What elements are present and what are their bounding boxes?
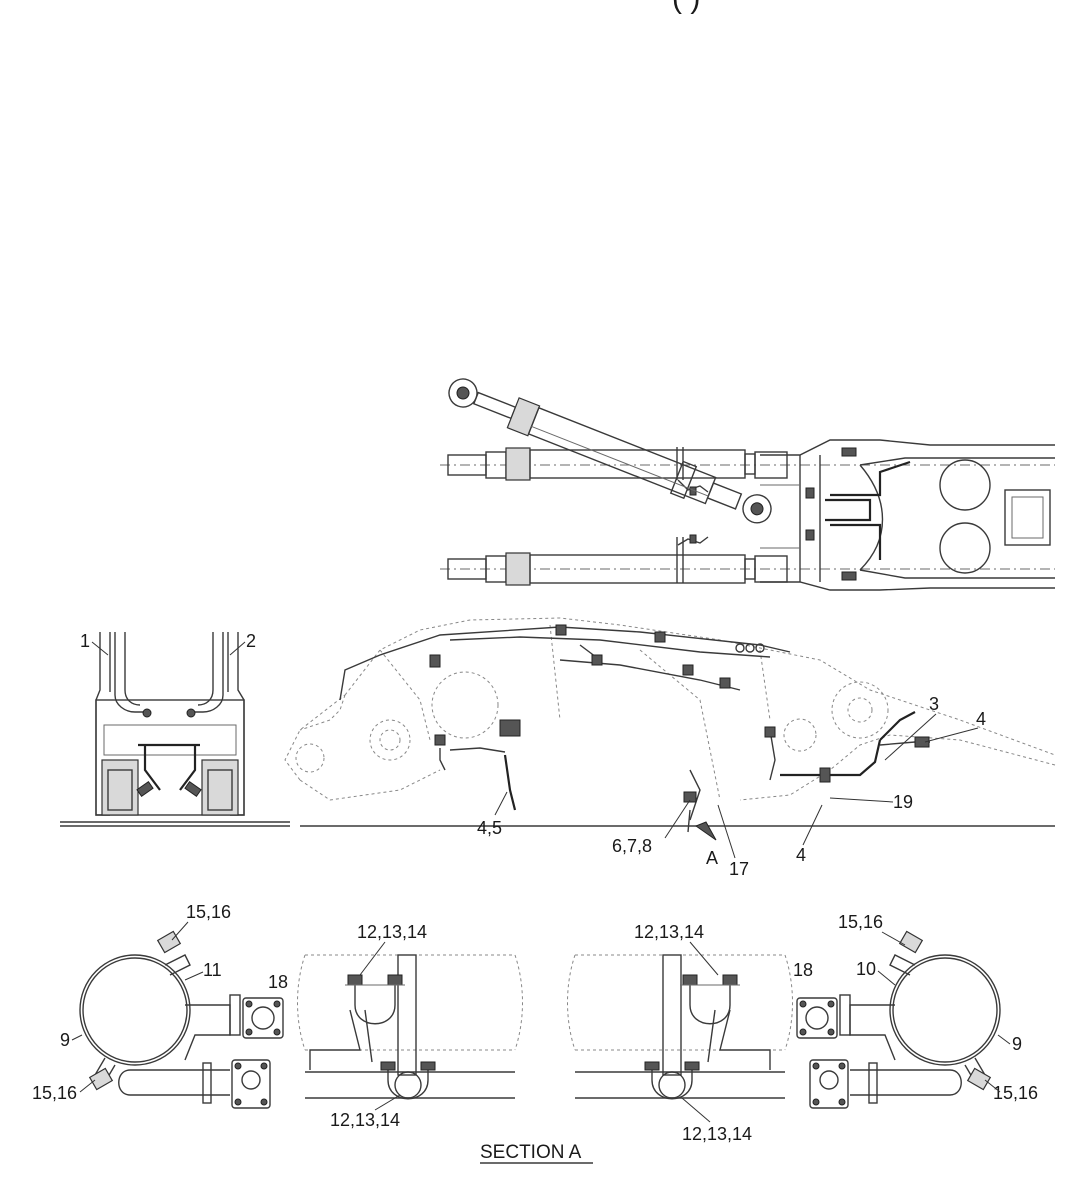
- callout-section-arrow-A: A: [706, 848, 718, 868]
- callout-17: 17: [729, 859, 749, 879]
- callout-1: 1: [80, 631, 90, 651]
- section-a-right-clamp: [796, 930, 1001, 1109]
- lower-boom-cylinder: [440, 534, 1055, 586]
- callout-2: 2: [246, 631, 256, 651]
- callout-12-13-14-bottom-right: 12,13,14: [682, 1124, 752, 1144]
- header-fragment: ( ): [672, 0, 700, 15]
- section-a-left-ubolt: [297, 954, 523, 1100]
- callout-15-16-top-right: 15,16: [838, 912, 883, 932]
- callout-18-right: 18: [793, 960, 813, 980]
- callout-15-16-bottom-left: 15,16: [32, 1083, 77, 1103]
- callout-4-bottom: 4: [796, 845, 806, 865]
- callout-15-16-bottom-right: 15,16: [993, 1083, 1038, 1103]
- callout-15-16-top-left: 15,16: [186, 902, 231, 922]
- callout-12-13-14-bottom-left: 12,13,14: [330, 1110, 400, 1130]
- callout-19: 19: [893, 792, 913, 812]
- front-view: [60, 632, 290, 827]
- section-a-title: SECTION A: [480, 1142, 582, 1163]
- callout-3: 3: [929, 694, 939, 714]
- callout-18-left: 18: [268, 972, 288, 992]
- callout-12-13-14-top-right: 12,13,14: [634, 922, 704, 942]
- section-a-left-clamp: [79, 930, 284, 1109]
- callout-4-top: 4: [976, 709, 986, 729]
- callout-11: 11: [203, 960, 222, 980]
- callout-9-left: 9: [60, 1030, 70, 1050]
- callout-9-right: 9: [1012, 1034, 1022, 1054]
- section-a-right-ubolt: [567, 954, 793, 1100]
- callout-4-5: 4,5: [477, 818, 502, 838]
- boom-base-frame: [760, 439, 1055, 591]
- callout-12-13-14-top-left: 12,13,14: [357, 922, 427, 942]
- top-plan-view: [440, 439, 1055, 591]
- upper-boom-cylinder: [440, 447, 1055, 496]
- callout-10: 10: [856, 959, 876, 979]
- callout-6-7-8: 6,7,8: [612, 836, 652, 856]
- side-boom-view: [284, 378, 1056, 841]
